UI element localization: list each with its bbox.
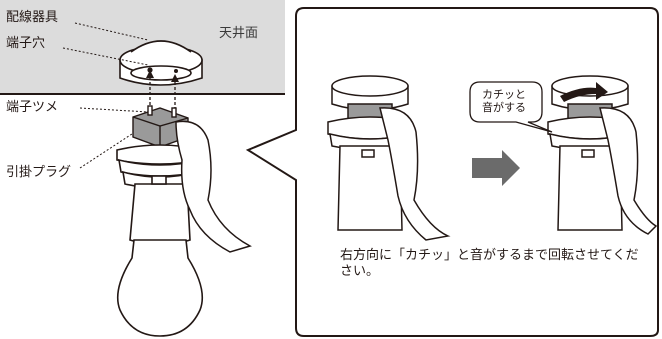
bubble-line-1: カチッと bbox=[482, 88, 526, 101]
hand-before bbox=[379, 107, 451, 241]
label-ceiling-surface: 天井面 bbox=[219, 26, 259, 41]
bubble-line-2: 音がする bbox=[482, 101, 526, 114]
label-hook-plug: 引掛プラグ bbox=[6, 165, 72, 180]
hand-after bbox=[599, 107, 658, 235]
rosette-before bbox=[327, 75, 413, 231]
step-arrow bbox=[472, 150, 520, 186]
rotate-arrow bbox=[560, 82, 608, 102]
bulb-left bbox=[116, 239, 204, 337]
label-terminal-tab: 端子ツメ bbox=[6, 100, 59, 115]
leader-lines bbox=[62, 22, 149, 169]
hand-left bbox=[175, 120, 252, 253]
speech-bubble bbox=[469, 81, 553, 133]
speech-bubble-text: カチッと 音がする bbox=[467, 88, 541, 114]
insert-arrowhead-1 bbox=[146, 70, 154, 78]
instruction-text: 右方向に「カチッ」と音がするまで回転させてください。 bbox=[340, 248, 639, 279]
insert-arrows bbox=[149, 76, 176, 110]
label-terminal-hole: 端子穴 bbox=[6, 36, 46, 51]
insert-arrowhead-2 bbox=[171, 74, 179, 82]
label-wiring-device: 配線器具 bbox=[6, 10, 59, 25]
